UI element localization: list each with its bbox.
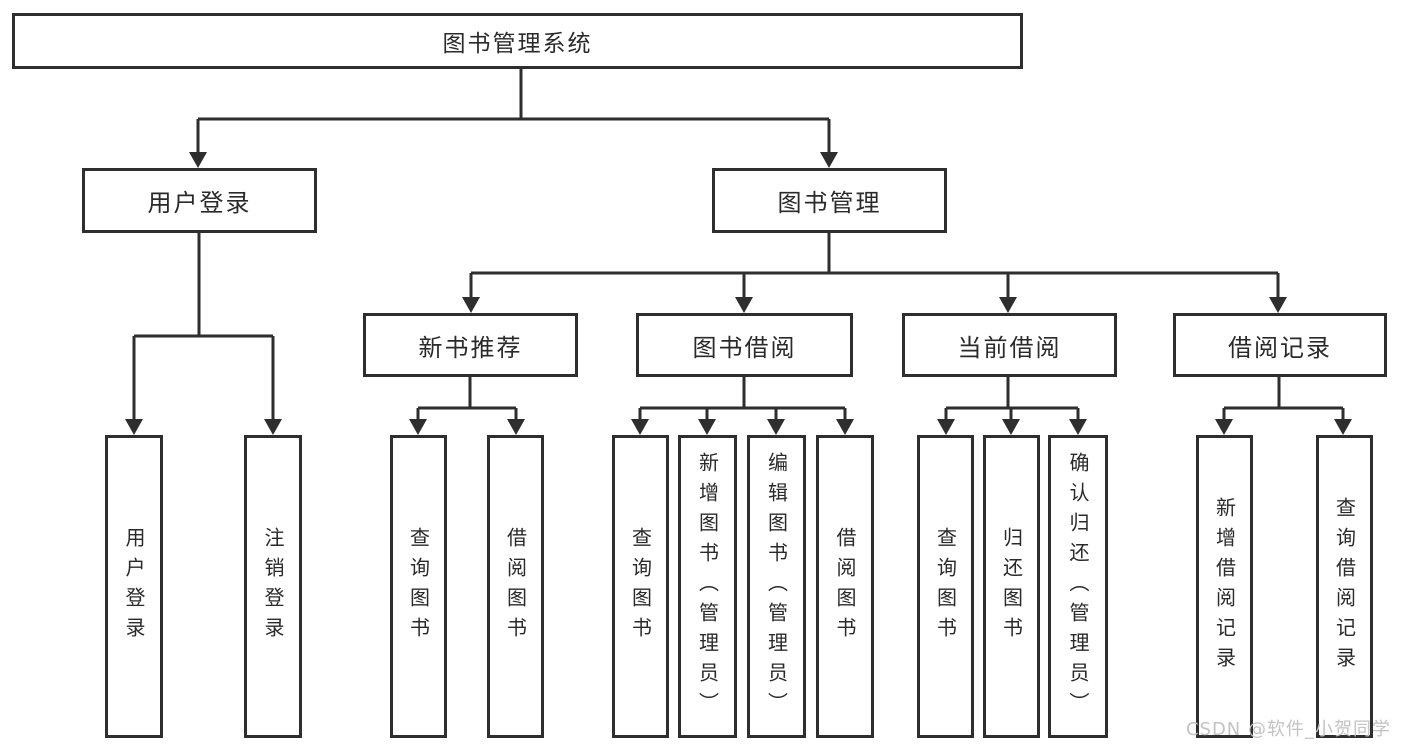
leaf-add-borrow-record: 新增借阅记录 [1196, 435, 1253, 738]
leaf-confirm-return-admin: 确认归还（管理员） [1048, 435, 1108, 738]
node-book-management: 图书管理 [712, 168, 947, 233]
node-book-borrow: 图书借阅 [636, 313, 853, 377]
node-new-book-recommend: 新书推荐 [363, 313, 578, 377]
leaf-borrow-books-2: 借阅图书 [816, 435, 874, 738]
leaf-query-books-1: 查询图书 [390, 435, 447, 738]
leaf-query-books-3: 查询图书 [917, 435, 974, 738]
csdn-watermark: CSDN @软件_小贺同学 [1185, 719, 1391, 740]
node-user-login: 用户登录 [82, 168, 317, 233]
leaf-query-books-2: 查询图书 [612, 435, 669, 738]
leaf-logout: 注销登录 [244, 435, 302, 738]
leaf-query-borrow-record: 查询借阅记录 [1316, 435, 1373, 738]
leaf-edit-book-admin: 编辑图书（管理员） [747, 435, 806, 738]
node-current-borrow: 当前借阅 [902, 313, 1117, 377]
leaf-return-book: 归还图书 [983, 435, 1040, 738]
node-library-system: 图书管理系统 [12, 13, 1023, 69]
leaf-user-login: 用户登录 [105, 435, 163, 738]
leaf-add-book-admin: 新增图书（管理员） [678, 435, 737, 738]
node-borrow-records: 借阅记录 [1173, 313, 1387, 377]
leaf-borrow-books-1: 借阅图书 [487, 435, 544, 738]
